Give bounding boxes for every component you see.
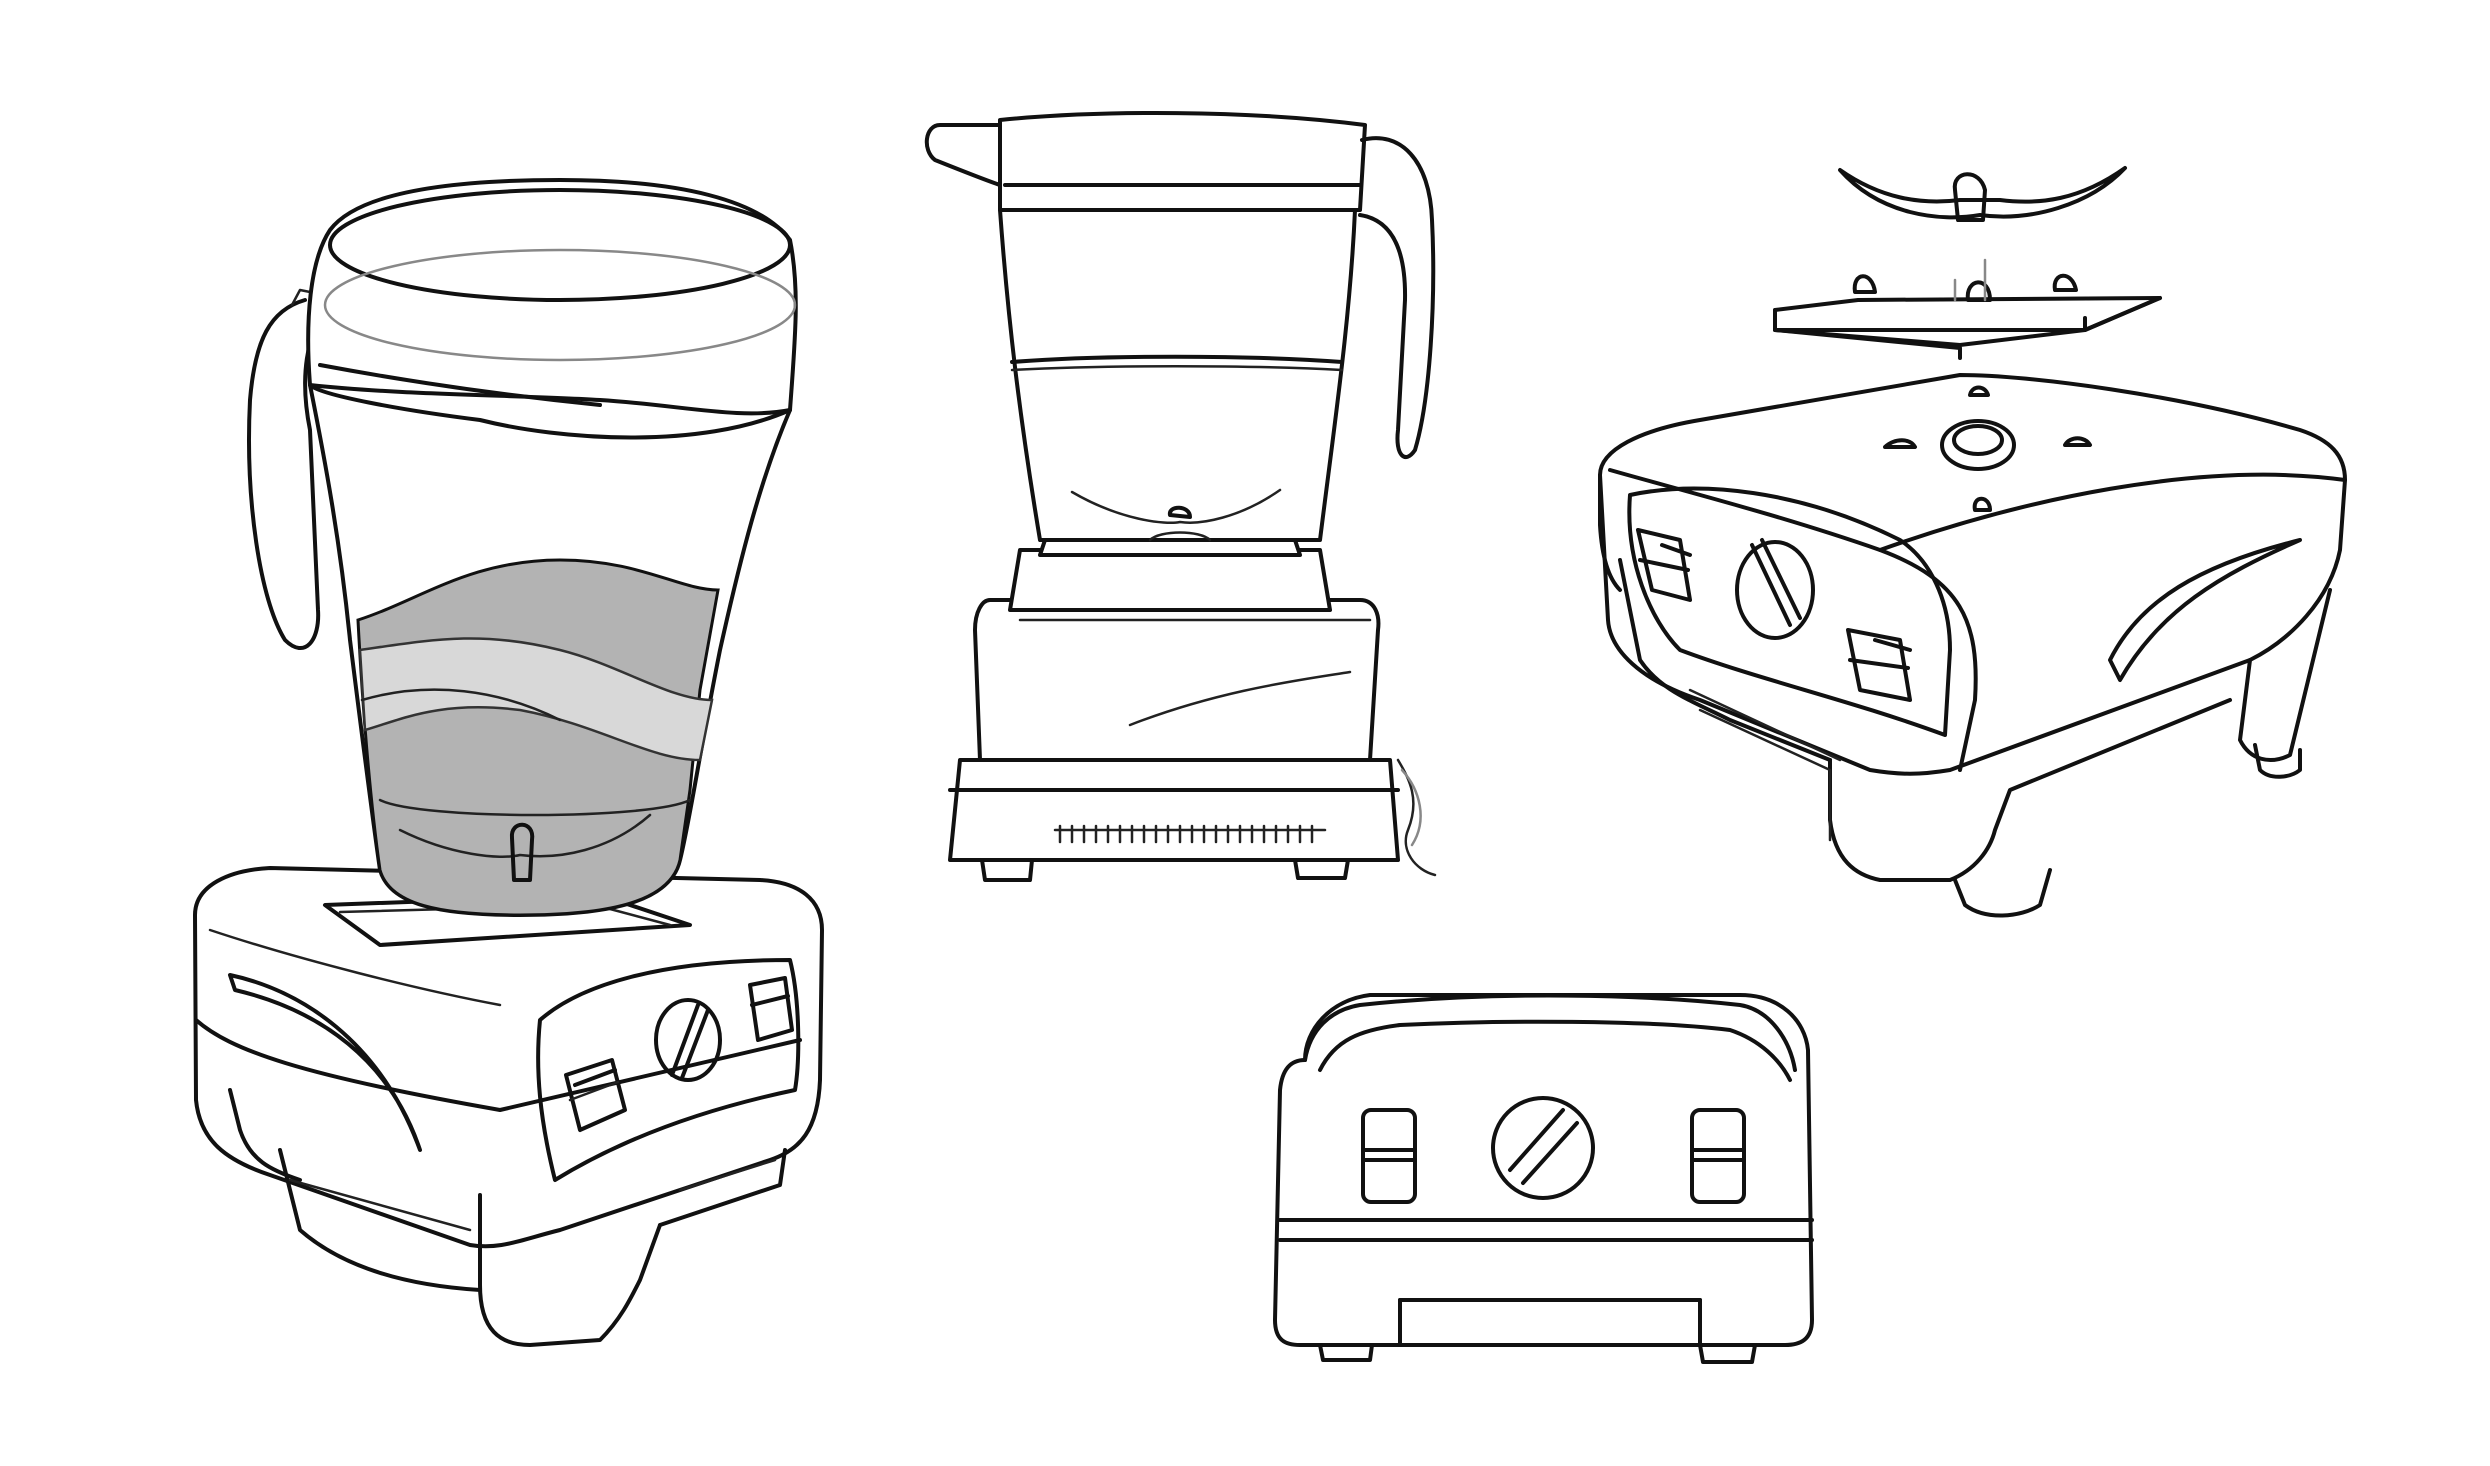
- rocker-switch-left-front: [1361, 1108, 1417, 1204]
- control-panel-front: [1273, 993, 1814, 1364]
- motor-base-left: [193, 866, 824, 1347]
- perspective-blender: [193, 178, 824, 1347]
- vent-grille: [1053, 824, 1327, 844]
- rocker-switch-right-front: [1690, 1108, 1746, 1204]
- drive-coupler: [1883, 385, 2092, 512]
- blender-jar: [247, 178, 798, 917]
- exploded-base: [1598, 166, 2347, 918]
- speed-dial: [654, 998, 722, 1082]
- rocker-switch-left: [564, 1058, 627, 1132]
- rocker-switch-right: [748, 976, 794, 1042]
- speed-dial-exploded: [1735, 538, 1815, 640]
- rocker-switch-right-exploded: [1846, 628, 1912, 702]
- front-blender: [924, 111, 1437, 882]
- drive-plate: [1773, 258, 2162, 360]
- rocker-switch-left-exploded: [1636, 528, 1692, 602]
- speed-dial-front: [1491, 1096, 1595, 1200]
- blade-assembly: [1838, 166, 2127, 222]
